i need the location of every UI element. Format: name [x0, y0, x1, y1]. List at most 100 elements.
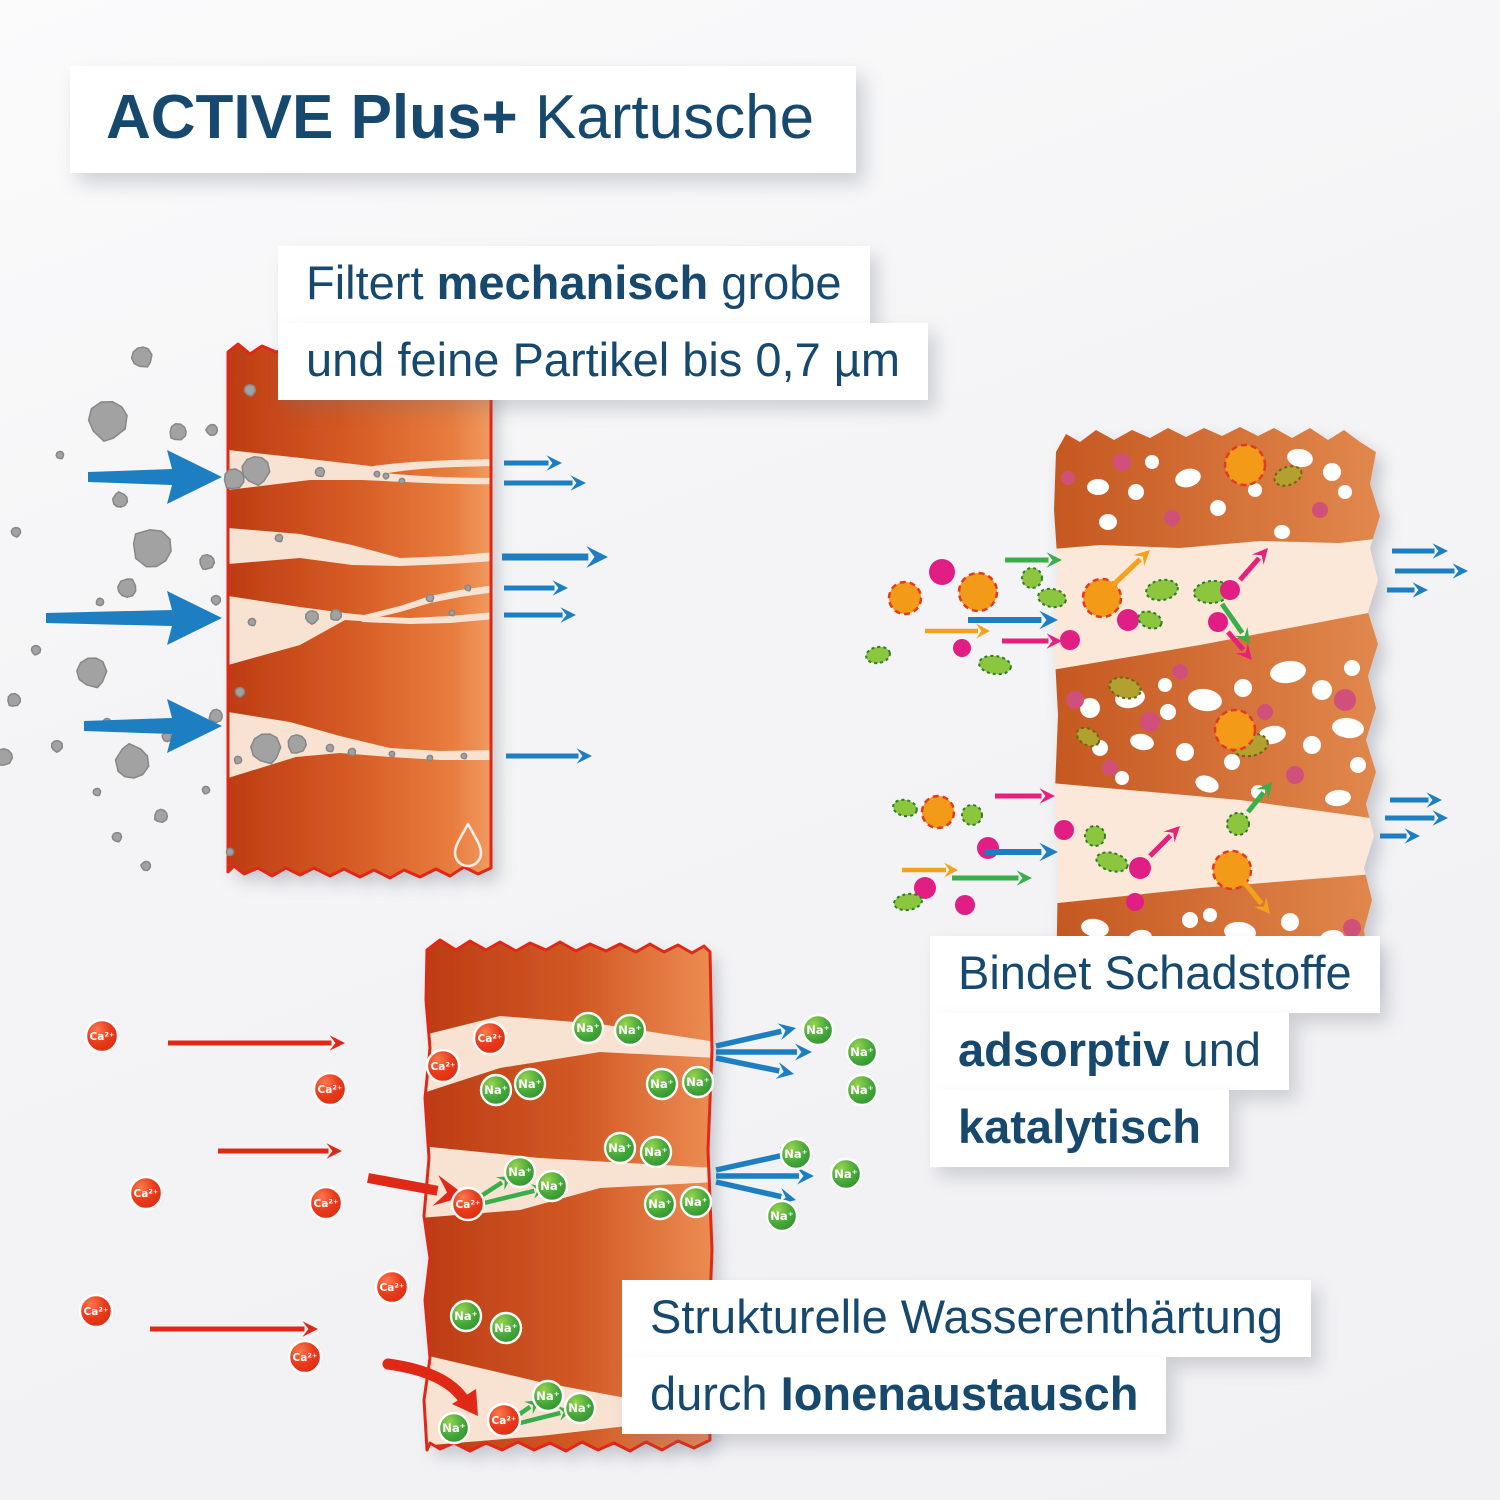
inflow-arrow: [367, 1173, 439, 1196]
gray-particle: [111, 831, 123, 843]
outflow-arrow: [546, 455, 562, 471]
pore-dot: [1344, 660, 1360, 676]
reaction-arrow: [1251, 548, 1268, 565]
pollutant-magenta-dot: [955, 895, 975, 915]
ion-circle: [513, 1067, 547, 1101]
gray-particle: [287, 734, 307, 754]
gray-particle: [10, 526, 22, 538]
ion-circle: [613, 1013, 647, 1047]
ion-label: Na⁺: [484, 1083, 507, 1097]
bound-pollutant-dot: [1140, 712, 1160, 732]
filter-pores: [228, 450, 491, 778]
na-ion: Na⁺: [681, 1065, 715, 1099]
pollutant-orange-dot: [957, 571, 999, 613]
pollutant-germ-dot: [961, 804, 983, 826]
pore-dot: [1332, 717, 1364, 739]
pollutant-magenta-dot: [977, 837, 999, 859]
inflow-arrow: [88, 450, 222, 504]
ion-circle: [78, 1293, 114, 1329]
gray-particle: [30, 644, 42, 656]
outflow-arrow: [777, 1187, 796, 1205]
pollutant-magenta-dot: [929, 559, 955, 585]
ion-circle: [639, 1135, 673, 1169]
ion-circle: [287, 1339, 323, 1375]
label-line: Strukturelle Wasserenthärtung: [622, 1280, 1312, 1357]
ion-label: Ca²⁺: [318, 1084, 343, 1096]
ion-circle: [84, 1018, 120, 1054]
outflow-arrow: [715, 1055, 780, 1074]
ion-circle: [312, 1071, 348, 1107]
pore-dot: [1176, 743, 1194, 761]
na-ion: Na⁺: [535, 1169, 569, 1203]
ion-label: Na⁺: [540, 1179, 563, 1193]
pollutant-orange-dot: [1211, 849, 1253, 891]
outflow-arrow: [1432, 810, 1448, 826]
mechanical-filter-block: [223, 342, 493, 880]
ion-label: Na⁺: [608, 1141, 631, 1155]
ions: Ca²⁺Ca²⁺Ca²⁺Ca²⁺Ca²⁺Ca²⁺Ca²⁺Ca²⁺Ca²⁺Ca²⁺…: [78, 1011, 879, 1445]
ion-label: Ca²⁺: [478, 1033, 503, 1045]
gray-particle: [233, 755, 243, 765]
gray-particle: [388, 750, 396, 758]
ion-circle: [449, 1299, 483, 1333]
ion-label: Ca²⁺: [314, 1198, 339, 1210]
pore-dot: [1087, 479, 1109, 495]
ion-label: Na⁺: [770, 1209, 793, 1223]
trapped-particles: [223, 455, 472, 765]
pore-dot: [1081, 918, 1109, 938]
bound-pollutant-dot: [1286, 766, 1304, 784]
gray-particle: [114, 742, 150, 779]
ion-label: Na⁺: [850, 1045, 873, 1059]
ion-label: Na⁺: [454, 1309, 477, 1323]
outflow-arrow: [576, 748, 592, 764]
pore-dot: [1281, 913, 1299, 931]
reaction-arrow: [1234, 626, 1250, 644]
na-ion: Na⁺: [531, 1379, 565, 1413]
ion-label: Na⁺: [576, 1021, 599, 1035]
ion-circle: [845, 1073, 879, 1107]
pore-dot: [1080, 698, 1100, 718]
gray-particle: [241, 455, 271, 487]
ion-label: Na⁺: [568, 1401, 591, 1415]
ion-circle: [603, 1131, 637, 1165]
outflow-arrow: [715, 1152, 784, 1173]
na-ion: Na⁺: [563, 1391, 597, 1425]
ca-ion: Ca²⁺: [374, 1269, 410, 1305]
ion-label: Na⁺: [784, 1147, 807, 1161]
inflow-arrow: [452, 1389, 478, 1416]
pore-dot: [1270, 660, 1306, 684]
na-ion: Na⁺: [829, 1157, 863, 1191]
gray-particle: [111, 491, 129, 508]
reaction-arrow: [1110, 557, 1142, 588]
na-ion: Na⁺: [845, 1073, 879, 1107]
title-bold: ACTIVE Plus+: [106, 83, 518, 152]
ion-label: Na⁺: [508, 1165, 531, 1179]
bound-pollutant-dot: [1257, 704, 1273, 720]
na-ion: Na⁺: [513, 1067, 547, 1101]
gray-particle: [76, 657, 108, 689]
pore-dot: [1274, 525, 1290, 539]
ca-ion: Ca²⁺: [84, 1018, 120, 1054]
exchange-arrow: [479, 1188, 535, 1207]
gray-particle: [398, 477, 406, 485]
gray-particle: [373, 470, 381, 478]
exchange-arrow: [515, 1410, 561, 1427]
reaction-arrow: [1163, 826, 1180, 843]
gray-particle: [382, 472, 390, 480]
gray-particle: [234, 686, 246, 698]
label-line: katalytisch: [930, 1090, 1229, 1167]
ion-circle: [486, 1402, 522, 1438]
gray-particle: [205, 423, 219, 437]
pollutant-germ-dot: [865, 645, 891, 665]
outflow-arrow: [570, 475, 586, 491]
label-line: durch Ionenaustausch: [622, 1357, 1167, 1434]
bound-pollutant-dot: [1172, 664, 1188, 680]
outflow-arrow: [794, 1043, 812, 1061]
outflow-arrow: [1412, 582, 1428, 598]
gray-particle: [250, 733, 282, 765]
na-ion: Na⁺: [779, 1137, 813, 1171]
pore-dot: [1195, 775, 1219, 793]
pollutant-orange-dot: [1081, 577, 1123, 619]
